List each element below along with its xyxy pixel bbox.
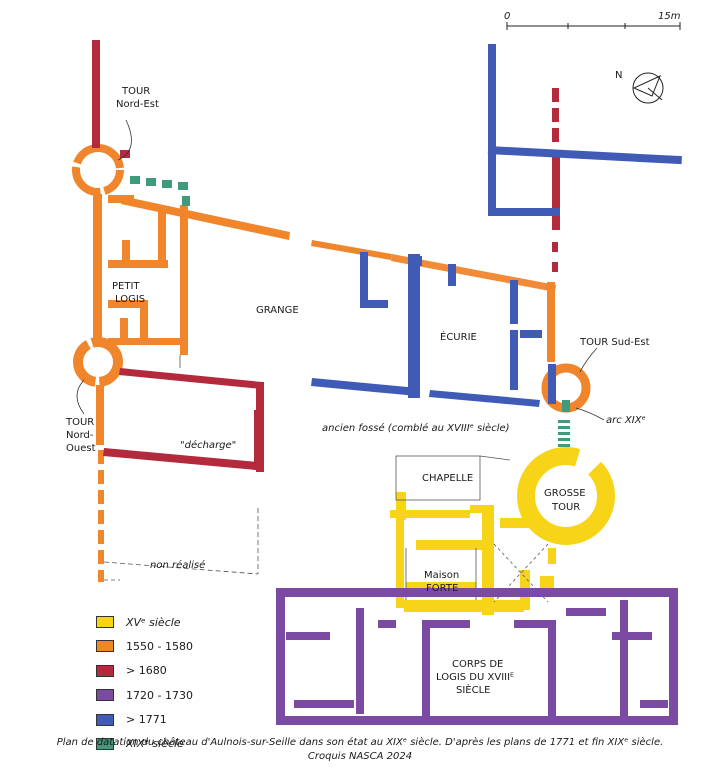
figure-caption: Plan de datation du château d'Aulnois-su… xyxy=(20,736,700,764)
legend-swatch xyxy=(96,737,114,750)
label-non-realise: non réalisé xyxy=(150,559,205,571)
scale-end: 15m xyxy=(658,11,681,22)
walls-after-1771 xyxy=(311,44,682,407)
walls-after-1680 xyxy=(92,40,560,472)
legend-label: > 1771 xyxy=(126,713,167,727)
label-maison-forte: Maison xyxy=(424,570,459,581)
legend-swatch xyxy=(96,616,114,628)
label-fosse: ancien fossé (comblé au XVIIIᵉ siècle) xyxy=(322,422,510,434)
legend-item-1680: > 1680 xyxy=(96,661,256,681)
label-grange: GRANGE xyxy=(256,305,299,316)
walls-1720-1730 xyxy=(276,588,678,725)
leader-lines xyxy=(76,119,605,421)
legend-label: XVᵉ siècle xyxy=(126,615,181,629)
label-arc: arc XIXᵉ xyxy=(606,415,646,426)
caption-line-1: Plan de datation du château d'Aulnois-su… xyxy=(56,737,664,748)
plan-labels: TOUR Nord-Est PETIT LOGIS GRANGE ÉCURIE … xyxy=(65,86,650,696)
label-maison-forte-2: FORTE xyxy=(426,583,458,594)
label-tour-no: TOUR xyxy=(65,417,94,428)
label-tour-no-3: Ouest xyxy=(66,443,96,454)
label-corps-logis: CORPS DE xyxy=(452,659,503,670)
label-decharge: "décharge" xyxy=(180,439,236,451)
legend-item-1550: 1550 - 1580 xyxy=(96,636,256,656)
legend-swatch xyxy=(96,713,114,726)
label-petit-logis: PETIT xyxy=(112,281,140,292)
legend-label: > 1680 xyxy=(126,664,167,678)
label-petit-logis-2: LOGIS xyxy=(115,294,145,305)
legend-item-1771: > 1771 xyxy=(96,710,256,730)
label-corps-logis-2: LOGIS DU XVIIIᴱ xyxy=(436,672,514,683)
label-tour-ne-2: Nord-Est xyxy=(116,99,159,110)
legend-item-xv: XVᵉ siècle xyxy=(96,612,256,632)
north-label: N xyxy=(615,70,622,81)
label-corps-logis-3: SIÈCLE xyxy=(456,683,491,696)
legend-label: 1720 - 1730 xyxy=(126,688,193,702)
label-grosse-tour: GROSSE xyxy=(544,488,586,499)
legend-swatch xyxy=(96,640,114,653)
label-ecurie: ÉCURIE xyxy=(440,330,477,343)
label-tour-no-2: Nord- xyxy=(66,430,94,441)
legend-item-1720: 1720 - 1730 xyxy=(96,685,256,705)
legend-swatch xyxy=(96,689,114,702)
legend-label: 1550 - 1580 xyxy=(126,639,193,653)
scale-bar: 0 15m xyxy=(504,11,681,30)
legend-item-xix: XIXᵉ siècle xyxy=(96,734,256,754)
label-grosse-tour-2: TOUR xyxy=(551,502,580,513)
caption-line-2: Croquis NASCA 2024 xyxy=(307,751,413,762)
legend: XVᵉ siècle 1550 - 1580 > 1680 1720 - 173… xyxy=(96,612,256,758)
label-chapelle: CHAPELLE xyxy=(422,473,473,484)
legend-swatch xyxy=(96,664,114,677)
label-tour-se: TOUR Sud-Est xyxy=(579,337,650,348)
legend-label: XIXᵉ siècle xyxy=(126,737,184,751)
scale-start: 0 xyxy=(504,11,510,22)
north-arrow-icon: N xyxy=(615,70,664,104)
label-tour-ne: TOUR xyxy=(121,86,150,97)
